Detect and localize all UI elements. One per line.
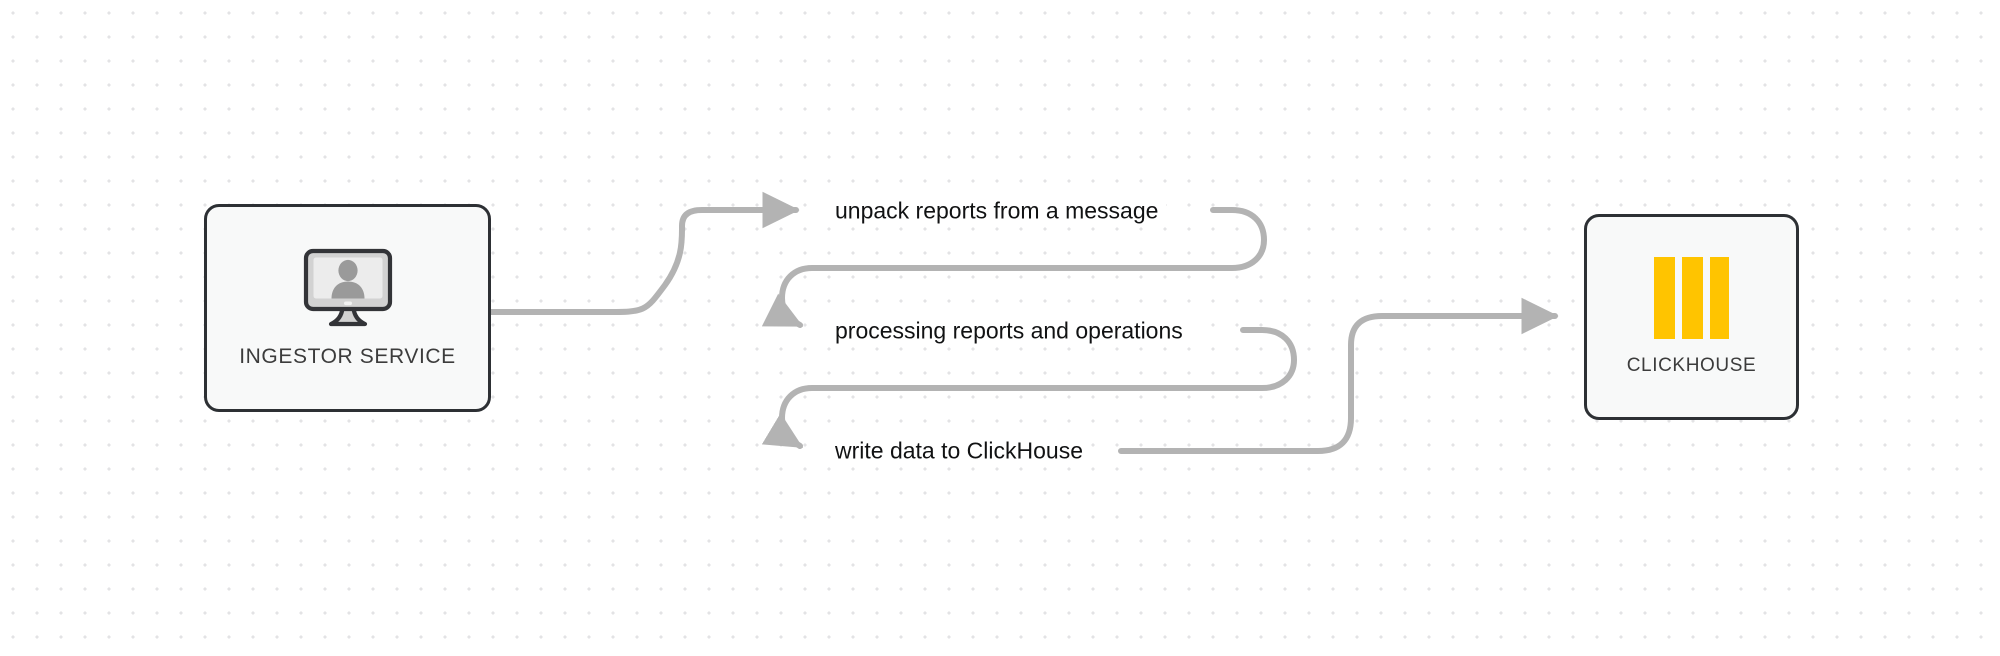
node-ingestor-service[interactable]: INGESTOR SERVICE [204,204,491,412]
edge-path-unpack-loop [761,207,1267,328]
node-label-ingestor-service: INGESTOR SERVICE [239,345,456,368]
node-label-clickhouse: CLICKHOUSE [1626,355,1757,376]
edge-label-processing-reports: processing reports and operations [827,316,1191,346]
node-clickhouse[interactable]: CLICKHOUSE [1584,214,1799,420]
edge-label-write-data: write data to ClickHouse [827,436,1091,466]
edge-path-trunk [488,191,800,315]
edge-path-processing-loop [761,327,1297,449]
clickhouse-bars-icon [1652,257,1732,339]
edge-label-unpack-reports: unpack reports from a message [827,196,1167,226]
monitor-user-icon [300,247,396,331]
